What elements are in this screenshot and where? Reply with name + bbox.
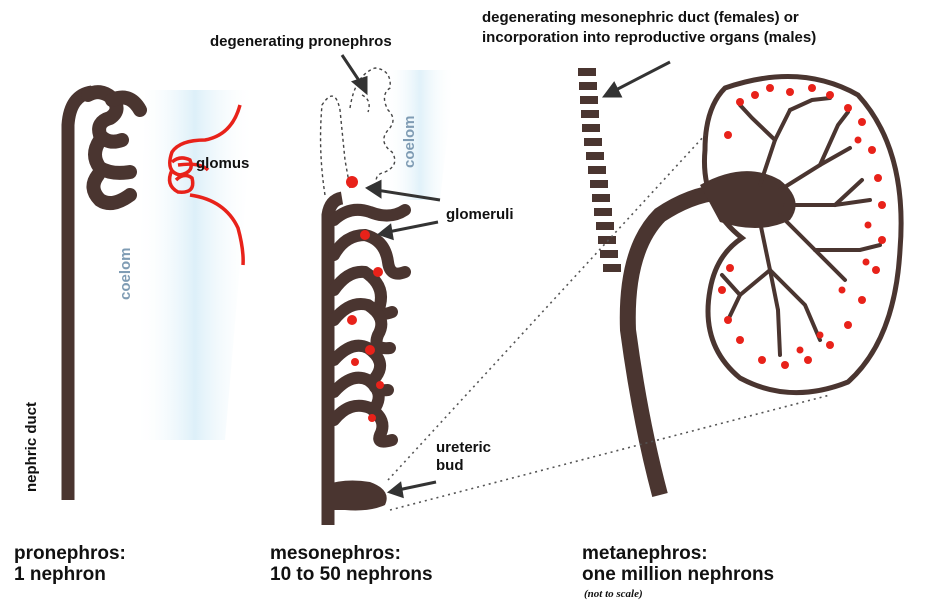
label-ureteric-2: bud <box>436 458 464 475</box>
degenerating-pronephros-outline <box>321 68 395 195</box>
degenerating-mesonephric-duct <box>578 68 621 272</box>
pronephric-tubule <box>88 92 140 203</box>
caption-mesonephros-name: mesonephros: <box>270 544 433 565</box>
label-degenerating-mesonephric-2: incorporation into reproductive organs (… <box>482 30 816 47</box>
label-degenerating-mesonephric-1: degenerating mesonephric duct (females) … <box>482 10 799 27</box>
label-glomeruli: glomeruli <box>446 207 514 224</box>
caption-mesonephros-count: 10 to 50 nephrons <box>270 565 433 586</box>
caption-pronephros-count: 1 nephron <box>14 565 126 586</box>
coelom-region-middle <box>385 70 455 200</box>
coelom-region-left <box>135 90 255 440</box>
mesonephric-tubules <box>334 210 405 442</box>
caption-pronephros-name: pronephros: <box>14 544 126 565</box>
label-coelom-middle: coelom <box>402 115 419 168</box>
renal-pelvis <box>700 171 796 228</box>
label-coelom-left: coelom <box>118 247 135 300</box>
label-nephric-duct: nephric duct <box>24 402 41 492</box>
ureter <box>628 192 720 495</box>
caption-pronephros: pronephros: 1 nephron <box>14 544 126 585</box>
kidney-capsule <box>704 77 901 393</box>
scale-note: (not to scale) <box>584 588 643 600</box>
caption-metanephros-name: metanephros: <box>582 544 774 565</box>
caption-mesonephros: mesonephros: 10 to 50 nephrons <box>270 544 433 585</box>
ureteric-bud <box>325 481 387 511</box>
metanephros <box>578 68 901 495</box>
label-glomus: glomus <box>196 156 249 173</box>
label-degenerating-pronephros: degenerating pronephros <box>210 34 392 51</box>
label-ureteric-1: ureteric <box>436 440 491 457</box>
caption-metanephros: metanephros: one million nephrons <box>582 544 774 585</box>
caption-metanephros-count: one million nephrons <box>582 565 774 586</box>
